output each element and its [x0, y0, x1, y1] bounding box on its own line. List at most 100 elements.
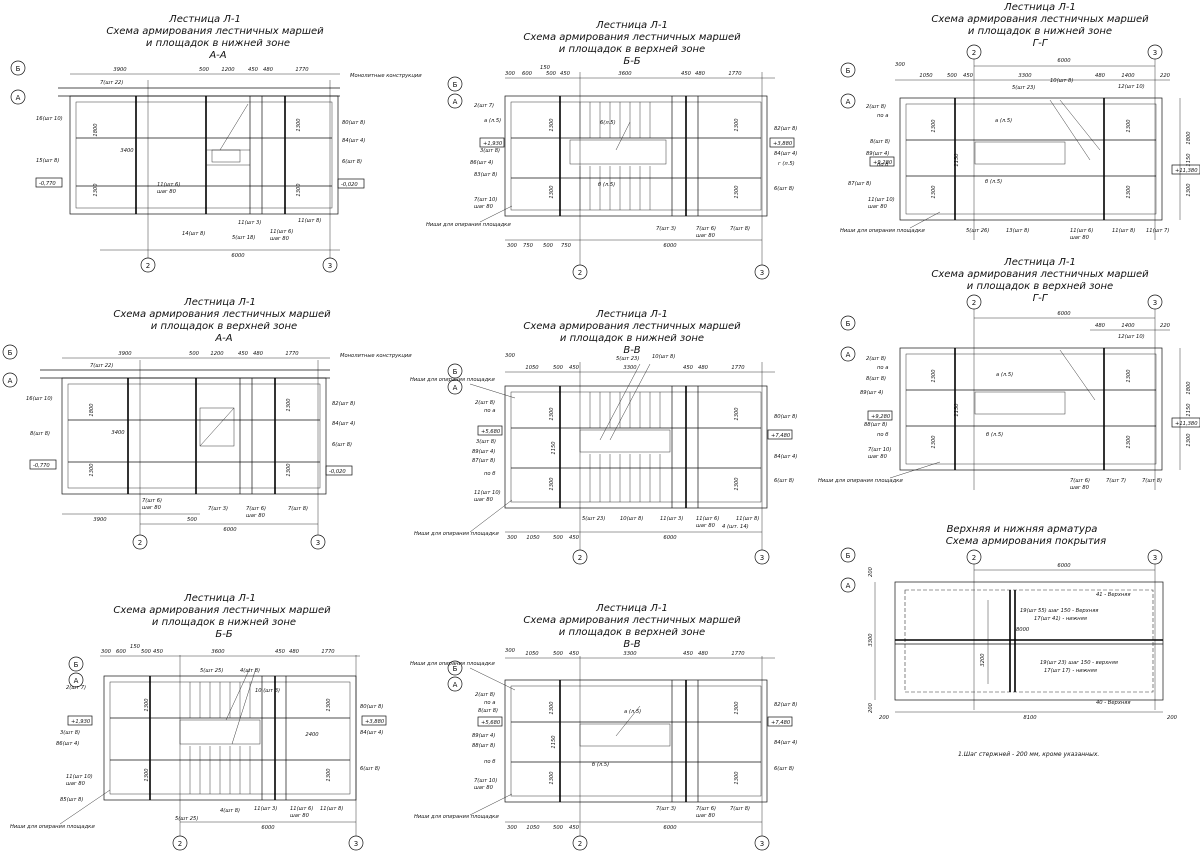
bar-label: 11(шт 6)	[157, 182, 180, 188]
view-title: Лестница Л-1	[1003, 2, 1076, 13]
level-mark: -0,770	[39, 181, 56, 187]
svg-text:1300: 1300	[931, 369, 937, 383]
bar-label: 5(шт 18)	[232, 235, 255, 241]
svg-text:б (л.5): б (л.5)	[598, 182, 615, 188]
roof-outline	[894, 581, 1164, 701]
svg-text:+5,680: +5,680	[481, 429, 501, 435]
svg-text:480: 480	[695, 71, 706, 77]
dim-top: 450	[248, 67, 259, 73]
svg-text:+5,680: +5,680	[481, 720, 501, 726]
svg-text:шаг 80: шаг 80	[290, 813, 310, 819]
svg-text:6(шт 8): 6(шт 8)	[774, 186, 794, 192]
svg-text:7(шт 3): 7(шт 3)	[656, 806, 676, 812]
svg-text:480: 480	[698, 651, 709, 657]
svg-text:по а: по а	[877, 113, 888, 119]
bar-label: шаг 80	[157, 189, 177, 195]
svg-text:89(шт 4): 89(шт 4)	[860, 390, 883, 396]
note-niche: Ниши для опирания площадки	[426, 222, 511, 228]
svg-text:480: 480	[289, 649, 300, 655]
svg-text:6000: 6000	[261, 825, 275, 831]
svg-text:шаг 80: шаг 80	[474, 497, 494, 503]
svg-text:3: 3	[1153, 49, 1157, 57]
svg-text:87(шт 8): 87(шт 8)	[472, 458, 495, 464]
dim-top: 1770	[295, 67, 309, 73]
svg-text:шаг 80: шаг 80	[868, 454, 888, 460]
view-title: Лестница Л-1	[183, 593, 256, 604]
note-niche: Ниши для опирания площадки	[414, 814, 499, 820]
svg-text:220: 220	[1160, 73, 1171, 79]
svg-text:1150: 1150	[954, 403, 960, 417]
svg-text:6000: 6000	[663, 535, 677, 541]
axis-label-3: 3	[328, 262, 332, 270]
svg-text:1150: 1150	[954, 153, 960, 167]
bar-label: 84(шт 4)	[342, 138, 365, 144]
svg-text:6000: 6000	[1057, 311, 1071, 317]
svg-text:по б: по б	[877, 432, 889, 438]
svg-text:шаг 80: шаг 80	[66, 781, 86, 787]
svg-text:1050: 1050	[919, 73, 933, 79]
svg-text:6000: 6000	[663, 243, 677, 249]
svg-text:84(шт 4): 84(шт 4)	[774, 151, 797, 157]
svg-text:1300: 1300	[1126, 435, 1132, 449]
axis-bubble-b	[10, 60, 26, 76]
svg-text:Б: Б	[74, 661, 79, 669]
svg-text:82(шт 8): 82(шт 8)	[774, 702, 797, 708]
svg-text:750: 750	[523, 243, 534, 249]
svg-text:7(шт 10): 7(шт 10)	[868, 447, 891, 453]
svg-text:1300: 1300	[1126, 369, 1132, 383]
svg-text:7(шт 6): 7(шт 6)	[696, 226, 716, 232]
svg-text:по а: по а	[484, 408, 495, 414]
view-section: А-А	[208, 50, 226, 61]
svg-text:по б: по б	[484, 471, 496, 477]
svg-text:1300: 1300	[931, 185, 937, 199]
svg-text:2: 2	[972, 299, 976, 307]
svg-text:7(шт 8): 7(шт 8)	[1142, 478, 1162, 484]
svg-text:480: 480	[253, 351, 264, 357]
view-aa-lower: Лестница Л-1 Схема армирования лестничны…	[10, 14, 422, 273]
svg-text:6(шт 8): 6(шт 8)	[332, 442, 352, 448]
svg-text:11(шт 6): 11(шт 6)	[696, 516, 719, 522]
svg-text:300: 300	[507, 535, 518, 541]
axis-bubble-a	[10, 89, 26, 105]
svg-text:б (л.5): б (л.5)	[985, 179, 1002, 185]
svg-text:2(шт 8): 2(шт 8)	[475, 400, 495, 406]
svg-text:1770: 1770	[731, 365, 745, 371]
svg-text:Б: Б	[846, 552, 851, 560]
svg-text:А: А	[453, 98, 458, 106]
svg-text:3: 3	[760, 554, 764, 562]
svg-text:3: 3	[760, 840, 764, 848]
svg-text:2(шт 8): 2(шт 8)	[866, 104, 886, 110]
svg-text:450: 450	[569, 651, 580, 657]
svg-text:А: А	[846, 582, 851, 590]
svg-text:3: 3	[1153, 554, 1157, 562]
bar-label: 80(шт 8)	[342, 120, 365, 126]
svg-text:5(шт 26): 5(шт 26)	[966, 228, 989, 234]
svg-text:1300: 1300	[1126, 119, 1132, 133]
svg-text:А: А	[453, 384, 458, 392]
axis-bubble-a	[2, 372, 18, 388]
svg-text:1150: 1150	[551, 735, 557, 749]
svg-text:+11,380: +11,380	[1175, 168, 1198, 174]
bar-label: 16(шт 10)	[36, 116, 63, 122]
svg-text:13(шт 8): 13(шт 8)	[1006, 228, 1029, 234]
svg-text:150: 150	[130, 644, 141, 650]
svg-text:11(шт 3): 11(шт 3)	[254, 806, 277, 812]
svg-text:450: 450	[153, 649, 164, 655]
svg-text:1300: 1300	[286, 463, 292, 477]
note-monolithic: Монолитные конструкции	[340, 353, 412, 359]
svg-text:7(шт 10): 7(шт 10)	[474, 197, 497, 203]
svg-text:1770: 1770	[321, 649, 335, 655]
svg-text:А: А	[846, 351, 851, 359]
svg-text:2(шт 8): 2(шт 8)	[475, 692, 495, 698]
view-section: Г-Г	[1033, 293, 1049, 304]
svg-text:2: 2	[578, 840, 582, 848]
axis-label-2: 2	[146, 262, 150, 270]
svg-text:2: 2	[972, 554, 976, 562]
svg-text:шаг 80: шаг 80	[696, 813, 716, 819]
svg-text:8(шт 8): 8(шт 8)	[30, 431, 50, 437]
view-subtitle-1: Схема армирования лестничных маршей	[523, 32, 741, 43]
svg-text:б (л.5): б (л.5)	[986, 432, 1003, 438]
svg-text:83(шт 8): 83(шт 8)	[474, 172, 497, 178]
svg-text:6000: 6000	[663, 825, 677, 831]
